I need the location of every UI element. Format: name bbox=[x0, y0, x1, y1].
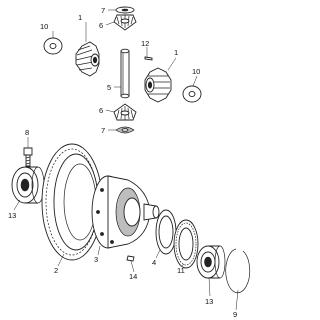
callout-9: 9 bbox=[233, 310, 237, 319]
lock-pin[interactable] bbox=[144, 56, 153, 61]
circlip[interactable] bbox=[225, 248, 251, 294]
pinion-washer-top[interactable] bbox=[115, 6, 135, 14]
callout-6-top: 6 bbox=[99, 21, 103, 30]
pinion-gear-bottom[interactable] bbox=[113, 103, 137, 121]
callout-5: 5 bbox=[107, 83, 111, 92]
bearing-left[interactable] bbox=[11, 166, 45, 204]
pinion-gear-top[interactable] bbox=[113, 14, 137, 31]
pinion-washer-bottom[interactable] bbox=[115, 126, 135, 134]
callout-14: 14 bbox=[129, 272, 137, 281]
differential-case[interactable] bbox=[91, 175, 160, 249]
callout-4: 4 bbox=[152, 258, 156, 267]
speedometer-drive-gear[interactable] bbox=[173, 219, 199, 269]
callout-7-bottom: 7 bbox=[101, 126, 105, 135]
side-gear-left[interactable] bbox=[75, 41, 100, 77]
side-gear-right[interactable] bbox=[144, 67, 172, 103]
pinion-shaft[interactable] bbox=[120, 48, 130, 99]
leader-lines bbox=[13, 9, 239, 311]
ring-gear-bolt[interactable] bbox=[23, 147, 33, 167]
callout-6-bottom: 6 bbox=[99, 106, 103, 115]
differential-exploded-diagram: 1 1 7 6 12 1 10 10 5 6 7 8 13 2 3 14 4 1… bbox=[8, 6, 251, 319]
thrust-washer-right[interactable] bbox=[182, 85, 202, 103]
callout-10-right: 10 bbox=[192, 67, 200, 76]
callout-1-right: 1 bbox=[174, 48, 178, 57]
thrust-washer-left[interactable] bbox=[43, 37, 63, 55]
callout-13-left: 13 bbox=[8, 211, 16, 220]
callout-10-left: 10 bbox=[40, 22, 48, 31]
callout-1-left: 1 bbox=[78, 13, 82, 22]
roll-pin[interactable] bbox=[126, 255, 135, 262]
callout-12: 12 bbox=[141, 39, 149, 48]
ring-gear[interactable] bbox=[41, 143, 103, 261]
spacer-ring[interactable] bbox=[155, 209, 177, 255]
callout-3: 3 bbox=[94, 255, 98, 264]
callout-11: 11 bbox=[177, 266, 185, 275]
callout-13-right: 13 bbox=[205, 297, 213, 306]
callout-8: 8 bbox=[25, 128, 29, 137]
callout-2: 2 bbox=[54, 266, 58, 275]
bearing-right[interactable] bbox=[196, 245, 226, 279]
callout-labels: 1 1 7 6 12 1 10 10 5 6 7 8 13 2 3 14 4 1… bbox=[8, 6, 237, 319]
callout-7-top: 7 bbox=[101, 6, 105, 15]
